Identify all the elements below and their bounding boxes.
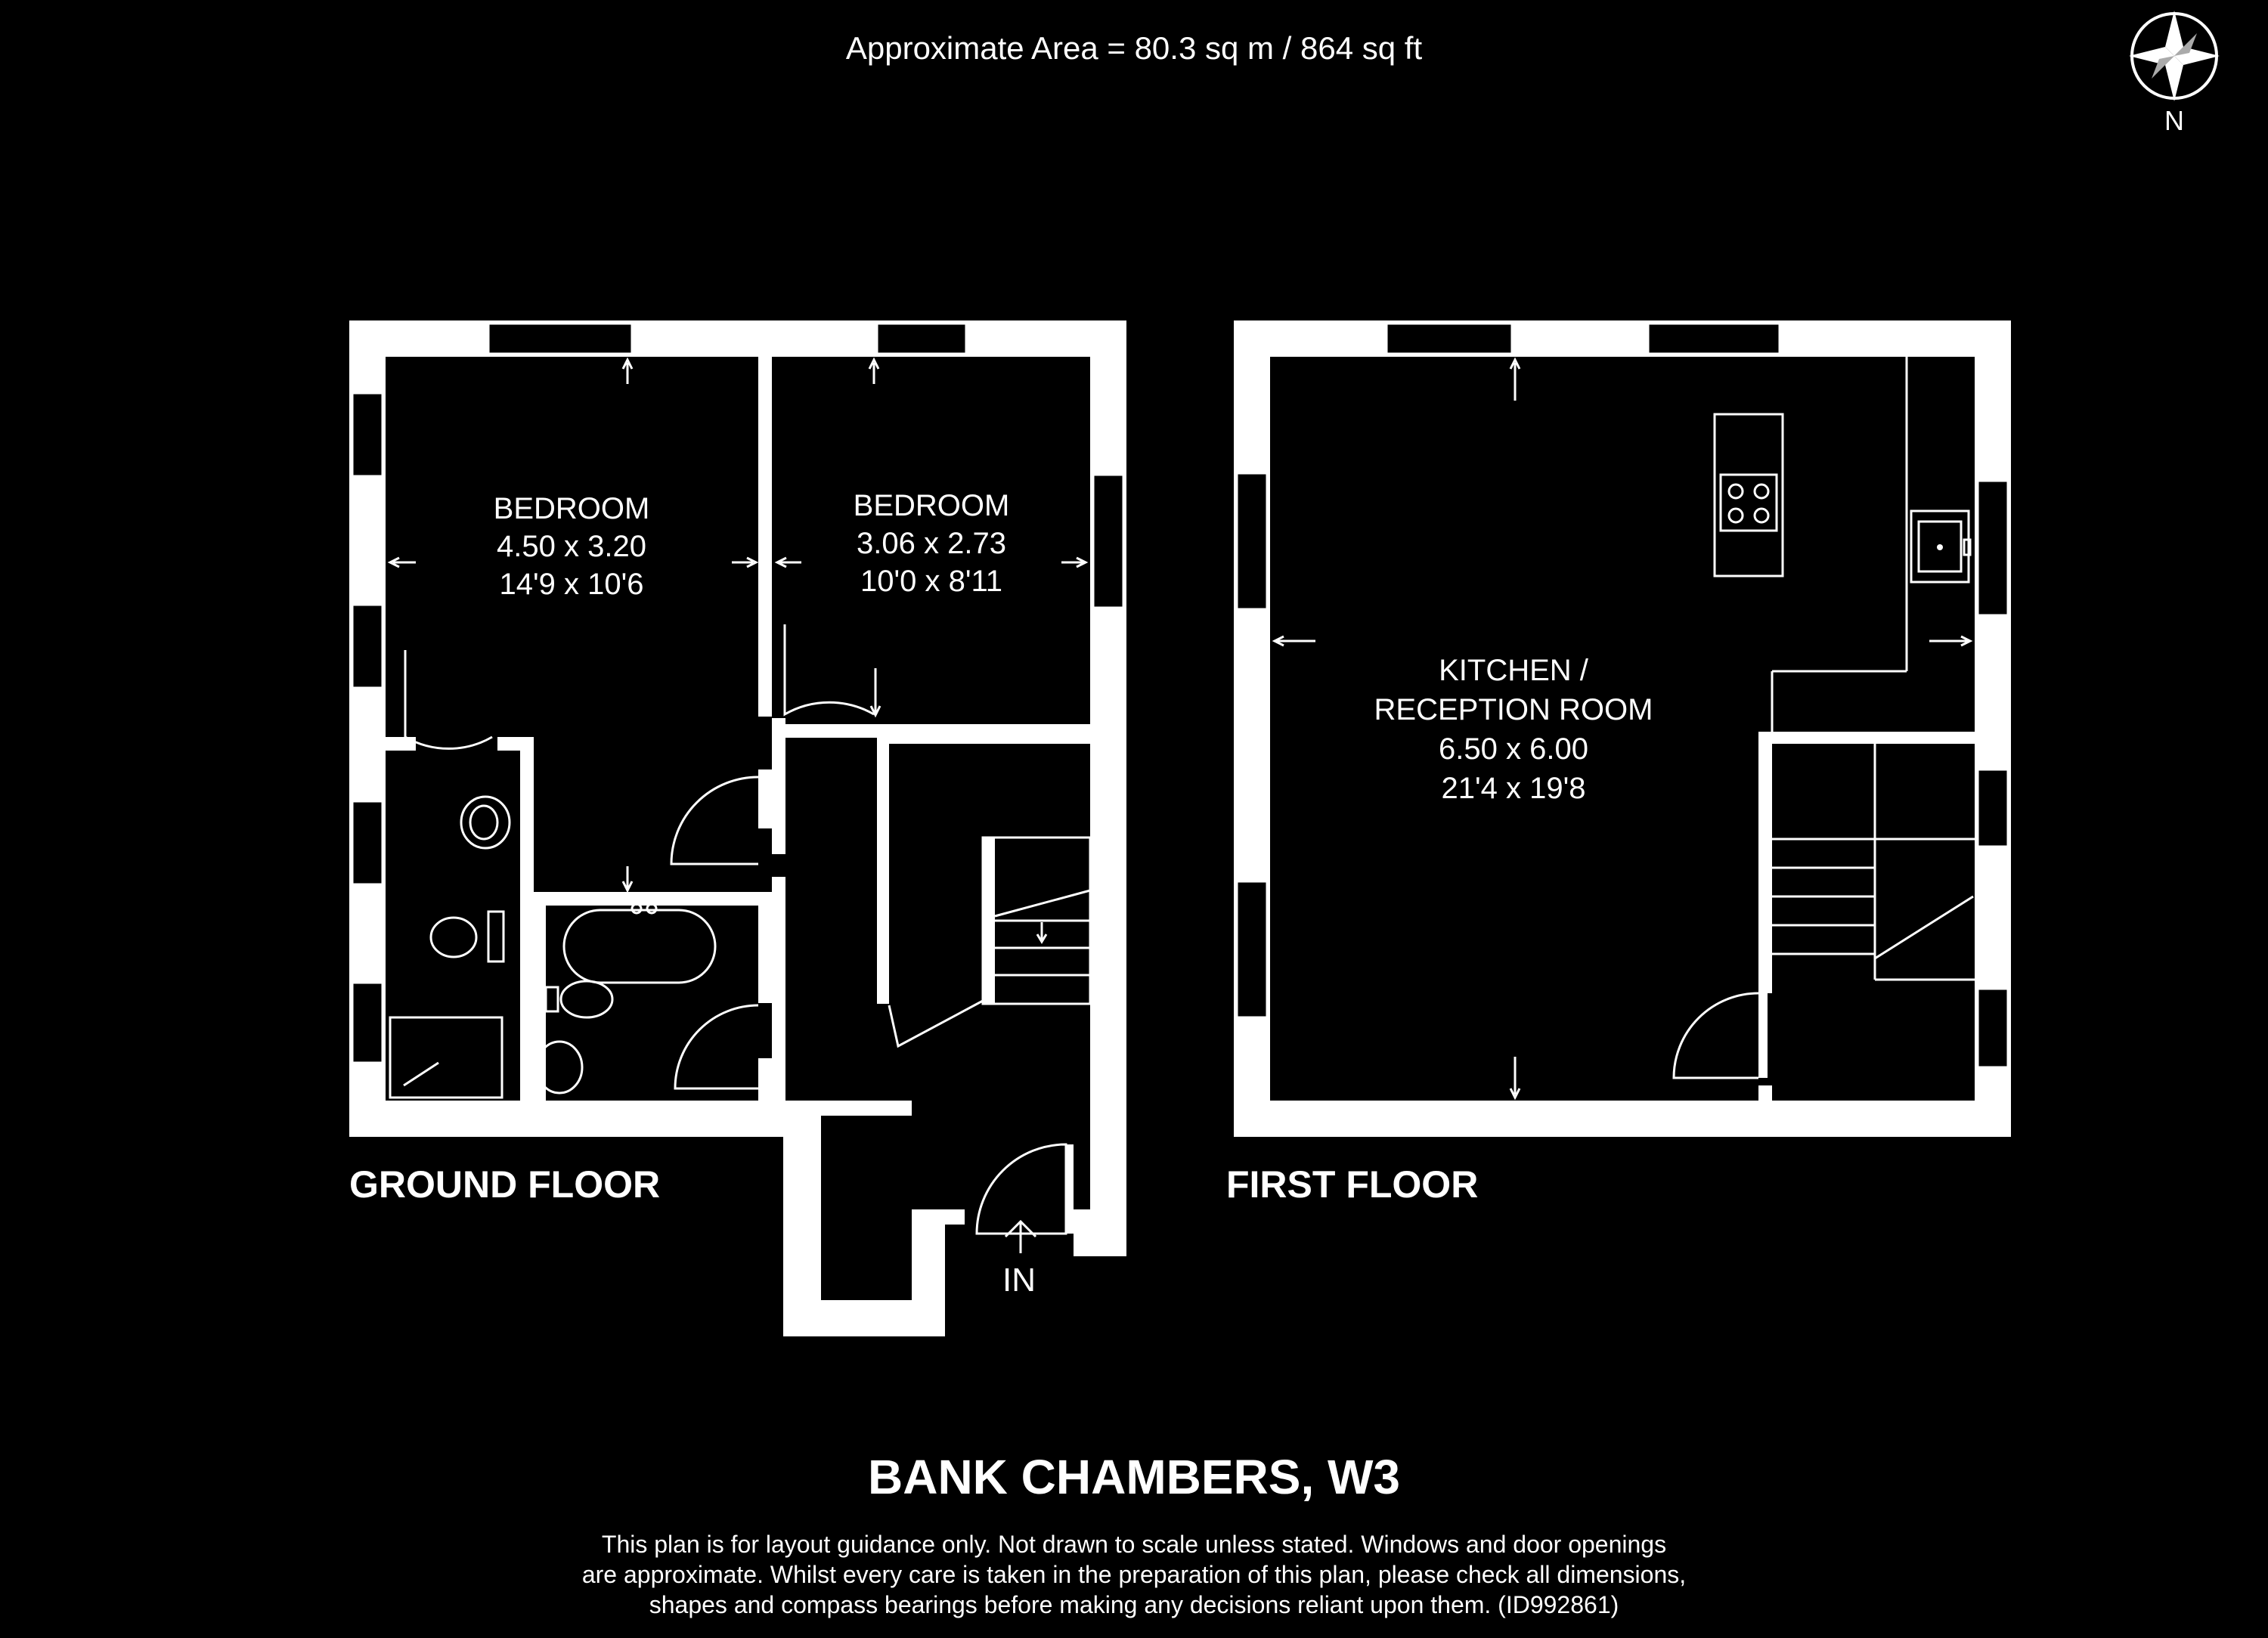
room-dimensions-metric: 6.50 x 6.00 <box>1439 732 1588 766</box>
entrance-arrow-icon <box>1004 1219 1037 1253</box>
first-floor-label: FIRST FLOOR <box>1226 1163 1478 1206</box>
room-dimensions-imperial: 21'4 x 19'8 <box>1442 772 1586 805</box>
disclaimer-line: This plan is for layout guidance only. N… <box>602 1531 1666 1558</box>
room-dimensions-imperial: 10'0 x 8'11 <box>860 565 1002 598</box>
disclaimer-line: are approximate. Whilst every care is ta… <box>582 1561 1686 1588</box>
dimension-arrows <box>387 357 1089 893</box>
entrance-label: IN <box>1002 1262 1036 1299</box>
disclaimer-line: shapes and compass bearings before makin… <box>649 1591 1619 1618</box>
room-name: KITCHEN / <box>1439 654 1589 687</box>
room-dimensions-metric: 4.50 x 3.20 <box>497 530 646 563</box>
compass-icon: N <box>2129 11 2220 136</box>
room-name-line-2: RECEPTION ROOM <box>1374 693 1653 726</box>
room-name: BEDROOM <box>494 492 650 525</box>
ground-floor-label: GROUND FLOOR <box>349 1163 660 1206</box>
property-title: BANK CHAMBERS, W3 <box>868 1450 1400 1504</box>
approximate-area-text: Approximate Area = 80.3 sq m / 864 sq ft <box>846 30 1423 66</box>
first-floor-plan: KITCHEN / RECEPTION ROOM 6.50 x 6.00 21'… <box>1226 320 2011 1206</box>
room-name: BEDROOM <box>854 489 1010 522</box>
ground-floor-plan: BEDROOM 4.50 x 3.20 14'9 x 10'6 BEDROOM … <box>349 320 1126 1336</box>
room-dimensions-imperial: 14'9 x 10'6 <box>500 568 644 601</box>
compass-north-label: N <box>2164 105 2184 136</box>
room-dimensions-metric: 3.06 x 2.73 <box>857 527 1006 560</box>
